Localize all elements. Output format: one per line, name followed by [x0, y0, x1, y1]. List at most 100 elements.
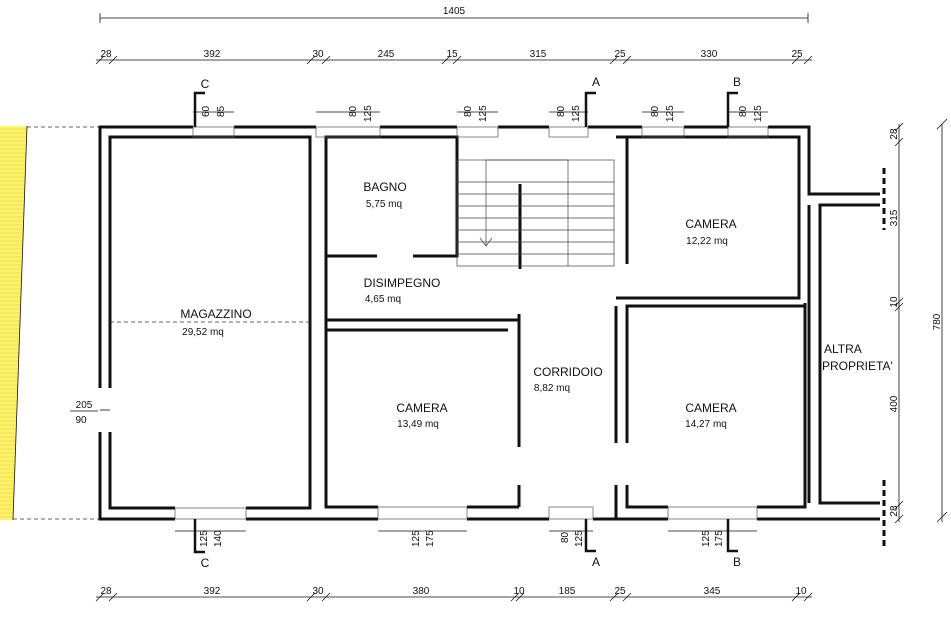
- top-dim-0: 28: [100, 49, 112, 60]
- opening-top-3-a: 80: [556, 105, 567, 117]
- top-dim-2: 30: [312, 49, 324, 60]
- opening-bottom-2-a: 80: [560, 531, 571, 543]
- dimension-tick: [321, 592, 331, 602]
- opening-top-0-a: 60: [201, 105, 212, 117]
- overall-width-label: 1405: [443, 6, 466, 17]
- dimension-tick: [108, 55, 118, 65]
- section-b-bottom: B: [733, 555, 741, 569]
- room-corridoio-area: 8,82 mq: [534, 383, 570, 394]
- top-dim-4: 15: [446, 49, 458, 60]
- bottom-dim-1: 392: [204, 586, 221, 597]
- opening-top-5-b: 125: [753, 105, 764, 122]
- bottom-dim-6: 25: [614, 586, 626, 597]
- dimension-tick: [894, 297, 904, 307]
- right-dim-1: 315: [889, 209, 900, 226]
- opening-bottom-1-a: 125: [411, 530, 422, 547]
- dimension-tick: [515, 592, 525, 602]
- room-labels: MAGAZZINO 29,52 mq BAGNO 5,75 mq DISIMPE…: [180, 180, 892, 430]
- left-door-dimension: 205 90: [70, 400, 98, 426]
- adjacent-hatch: [0, 125, 100, 521]
- opening-top-5-a: 80: [738, 105, 749, 117]
- bottom-dim-8: 10: [795, 586, 807, 597]
- bottom-dim-2: 30: [312, 586, 324, 597]
- right-dim-4: 28: [889, 505, 900, 517]
- bottom-dim-3: 380: [413, 586, 430, 597]
- bottom-dimension-chain: 28 392 30 380 10 185 25 345 10: [95, 586, 813, 602]
- room-disimpegno-area: 4,65 mq: [365, 294, 401, 305]
- dimension-tick: [894, 514, 904, 524]
- dimension-tick: [108, 592, 118, 602]
- room-camera-3-area: 14,27 mq: [685, 419, 727, 430]
- windows: [100, 126, 769, 520]
- opening-bottom-2-b: 125: [574, 530, 585, 547]
- dimension-tick: [452, 55, 462, 65]
- dimension-tick: [609, 55, 619, 65]
- dimension-tick: [894, 302, 904, 312]
- opening-bottom-0-b: 140: [213, 530, 224, 547]
- opening-top-0-b: 85: [216, 105, 227, 117]
- room-magazzino-name: MAGAZZINO: [180, 307, 251, 321]
- room-bagno-area: 5,75 mq: [366, 199, 402, 210]
- opening-bottom-3-b: 175: [714, 530, 725, 547]
- right-dimension-chain: 28 315 10 400 28 780: [889, 118, 948, 524]
- overall-height-label: 780: [932, 313, 943, 330]
- section-a-bottom: A: [592, 555, 600, 569]
- section-markers: C C A A B B: [193, 75, 741, 570]
- dimension-tick: [803, 55, 813, 65]
- room-camera-1-name: CAMERA: [685, 217, 736, 231]
- room-magazzino-area: 29,52 mq: [182, 327, 224, 338]
- bottom-dim-4: 10: [513, 586, 525, 597]
- room-disimpegno-name: DISIMPEGNO: [364, 276, 441, 290]
- room-camera-1-area: 12,22 mq: [686, 236, 728, 247]
- left-door-bottom: 90: [75, 415, 87, 426]
- bottom-dim-7: 345: [704, 586, 721, 597]
- dimension-tick: [441, 55, 451, 65]
- walls: [98, 125, 880, 521]
- opening-bottom-1-b: 175: [425, 530, 436, 547]
- top-dim-8: 25: [791, 49, 803, 60]
- neighbor-label-line1: ALTRA: [824, 342, 862, 356]
- opening-top-1-a: 80: [348, 105, 359, 117]
- right-dim-2: 10: [889, 296, 900, 308]
- room-bagno-name: BAGNO: [363, 180, 406, 194]
- dimension-tick: [306, 592, 316, 602]
- opening-top-2-b: 125: [478, 105, 489, 122]
- dimension-tick: [306, 55, 316, 65]
- dimension-tick: [95, 592, 105, 602]
- opening-bottom-3-a: 125: [701, 530, 712, 547]
- room-camera-2-area: 13,49 mq: [397, 419, 439, 430]
- dimension-tick: [510, 592, 520, 602]
- opening-top-1-b: 125: [363, 105, 374, 122]
- section-a-top: A: [592, 75, 600, 89]
- staircase: [456, 159, 615, 267]
- section-c-top: C: [201, 77, 210, 91]
- section-b-top: B: [733, 75, 741, 89]
- left-door-top: 205: [76, 400, 93, 411]
- opening-bottom-0-a: 125: [199, 530, 210, 547]
- room-corridoio-name: CORRIDOIO: [533, 365, 602, 379]
- dimension-tick: [95, 55, 105, 65]
- top-dimension-chain: 28 392 30 245 15 315 25 330 25: [95, 49, 813, 65]
- section-c-bottom: C: [201, 556, 210, 570]
- opening-top-4-b: 125: [665, 105, 676, 122]
- dimension-tick: [622, 55, 632, 65]
- dimension-tick: [894, 500, 904, 510]
- overall-width-dimension: 1405: [99, 6, 809, 23]
- dimension-tick: [791, 55, 801, 65]
- top-dim-7: 330: [701, 49, 718, 60]
- right-dim-0: 28: [889, 128, 900, 140]
- right-dim-3: 400: [889, 395, 900, 412]
- dimension-tick: [321, 55, 331, 65]
- bottom-dim-5: 185: [559, 586, 576, 597]
- room-camera-3-name: CAMERA: [685, 401, 736, 415]
- opening-dims-top: 60 85 80 125 80 125 80 125 80 125 80 125: [193, 105, 768, 122]
- dimension-tick: [894, 137, 904, 147]
- top-dim-6: 25: [614, 49, 626, 60]
- dimension-tick: [622, 592, 632, 602]
- opening-top-3-b: 125: [571, 105, 582, 122]
- top-dim-1: 392: [204, 49, 221, 60]
- opening-dims-bottom: 125 140 125 175 80 125 125 175: [175, 530, 757, 547]
- dimension-tick: [609, 592, 619, 602]
- room-camera-2-name: CAMERA: [396, 401, 447, 415]
